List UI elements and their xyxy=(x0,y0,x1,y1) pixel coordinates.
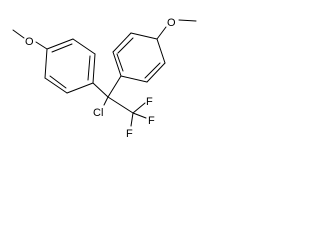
bond-left-ring-2 xyxy=(72,38,96,55)
bond-right-ring-4 xyxy=(130,32,158,40)
atom-label-o-left: O xyxy=(25,36,34,48)
double-bond-right-ring-b xyxy=(144,62,161,79)
bond-o-right-methyl xyxy=(178,19,197,22)
atom-label-o-right: O xyxy=(167,17,176,29)
atom-label-f-right: F xyxy=(148,115,155,127)
bond-left-ring-central xyxy=(92,82,109,98)
bond-o-right-ring xyxy=(156,26,167,40)
bond-methyl-o-left xyxy=(12,29,25,39)
double-bond-left-ring-b xyxy=(87,55,91,81)
bond-left-ring-4 xyxy=(66,82,94,94)
bond-right-ring-3 xyxy=(112,32,132,53)
double-bond-right-ring-c xyxy=(116,53,124,72)
structure-canvas: O O Cl F F F xyxy=(0,0,217,152)
bond-left-ring-3 xyxy=(92,53,96,84)
double-bond-right-ring-a xyxy=(117,37,134,54)
atom-label-f-top: F xyxy=(146,96,153,108)
bond-left-ring-5 xyxy=(44,77,68,94)
bond-c-f-bottom xyxy=(130,112,134,127)
bond-left-ring-6 xyxy=(44,48,48,79)
bond-o-left-ring xyxy=(35,41,48,50)
bond-left-ring-1 xyxy=(46,38,74,50)
double-bond-left-ring-c xyxy=(49,75,67,89)
bond-c-f-right xyxy=(132,112,147,119)
bond-central-cl xyxy=(103,96,109,106)
bond-right-ring-6 xyxy=(146,62,166,83)
atom-label-cl: Cl xyxy=(93,107,103,119)
bond-right-ring-5 xyxy=(156,38,166,64)
molecule-structure: O O Cl F F F xyxy=(12,17,197,140)
bond-c-f-top xyxy=(132,102,146,114)
bond-right-ring-2 xyxy=(112,51,122,77)
bond-central-cf3 xyxy=(107,96,134,114)
bond-right-ring-1 xyxy=(107,75,122,98)
atom-label-f-bottom: F xyxy=(126,128,133,140)
double-bond-left-ring-a xyxy=(51,43,73,53)
bond-right-ring-7 xyxy=(120,75,148,83)
